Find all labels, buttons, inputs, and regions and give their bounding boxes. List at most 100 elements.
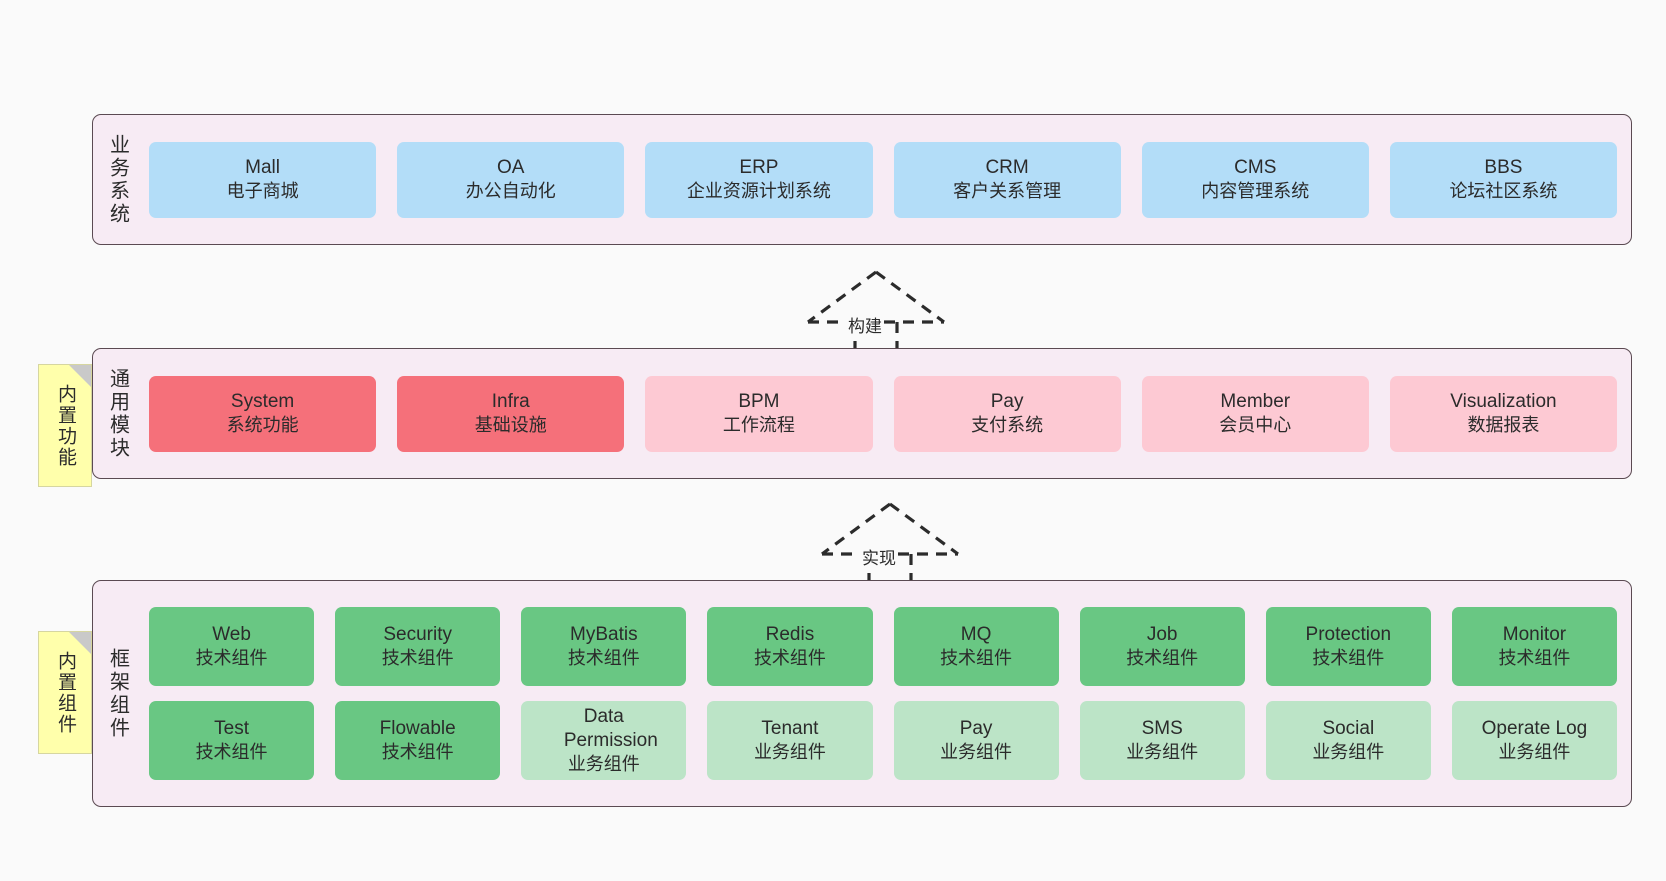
cell-visualization-en: Visualization: [1450, 391, 1557, 413]
connector-implement: 实现: [814, 500, 966, 590]
cell-redis[interactable]: Redis 技术组件: [707, 607, 873, 686]
note-built-in-features-label: 内置功能: [54, 383, 76, 468]
cell-mall-en: Mall: [245, 157, 280, 179]
cell-operate-log-cn: 业务组件: [1498, 742, 1571, 763]
cell-social[interactable]: Social 业务组件: [1265, 701, 1431, 780]
cell-security-en: Security: [383, 624, 452, 646]
note-built-in-components-label: 内置组件: [54, 650, 76, 735]
cell-system-en: System: [230, 391, 295, 413]
cell-bbs[interactable]: BBS 论坛社区系统: [1389, 141, 1618, 218]
row-common-modules: System 系统功能 Infra 基础设施 BPM 工作流程 Pay 支付系统…: [149, 375, 1618, 452]
cell-tenant[interactable]: Tenant 业务组件: [707, 701, 873, 780]
cell-pay-component[interactable]: Pay 业务组件: [893, 701, 1059, 780]
cell-flowable-cn: 技术组件: [381, 742, 454, 763]
cell-member-cn: 会员中心: [1219, 415, 1292, 436]
cell-tenant-en: Tenant: [761, 718, 819, 740]
cell-test-en: Test: [214, 718, 249, 740]
cell-erp[interactable]: ERP 企业资源计划系统: [645, 141, 873, 218]
cell-pay-component-cn: 业务组件: [940, 742, 1013, 763]
cell-mybatis-en: MyBatis: [570, 624, 638, 646]
cell-oa[interactable]: OA 办公自动化: [397, 141, 625, 218]
cell-test[interactable]: Test 技术组件: [149, 701, 315, 780]
cell-pay-module[interactable]: Pay 支付系统: [893, 375, 1121, 452]
cell-social-en: Social: [1322, 718, 1375, 740]
cell-flowable-en: Flowable: [379, 718, 456, 740]
cell-erp-en: ERP: [739, 157, 779, 179]
cell-infra[interactable]: Infra 基础设施: [397, 375, 625, 452]
cell-sms-en: SMS: [1141, 718, 1183, 740]
cell-cms-en: CMS: [1234, 157, 1277, 179]
connector-build-label: 构建: [846, 312, 884, 337]
layer-common-modules: 通用模块 System 系统功能 Infra 基础设施 BPM 工作流程 Pay…: [92, 348, 1632, 479]
note-built-in-components: 内置组件: [38, 631, 92, 754]
cell-redis-en: Redis: [765, 624, 815, 646]
cell-pay-module-en: Pay: [990, 391, 1024, 413]
cell-cms-cn: 内容管理系统: [1201, 181, 1310, 202]
cell-crm[interactable]: CRM 客户关系管理: [893, 141, 1121, 218]
cell-pay-module-cn: 支付系统: [971, 415, 1044, 436]
layer-title-framework-components: 框架组件: [106, 647, 129, 740]
cell-mq[interactable]: MQ 技术组件: [893, 607, 1059, 686]
cell-security[interactable]: Security 技术组件: [335, 607, 501, 686]
cell-bpm[interactable]: BPM 工作流程: [645, 375, 873, 452]
cell-visualization[interactable]: Visualization 数据报表: [1389, 375, 1618, 452]
cell-mybatis[interactable]: MyBatis 技术组件: [521, 607, 687, 686]
arrowhead-right-stroke: [875, 270, 945, 324]
cell-monitor-en: Monitor: [1502, 624, 1567, 646]
cell-mq-cn: 技术组件: [940, 648, 1013, 669]
cell-monitor-cn: 技术组件: [1498, 648, 1571, 669]
cell-cms[interactable]: CMS 内容管理系统: [1141, 141, 1369, 218]
layer-body-business-systems: Mall 电子商城 OA 办公自动化 ERP 企业资源计划系统 CRM 客户关系…: [135, 115, 1631, 244]
layer-framework-components: 框架组件 Web 技术组件 Security 技术组件 MyBatis 技术组件…: [92, 580, 1632, 807]
connector-build: 构建: [800, 268, 952, 358]
cell-sms[interactable]: SMS 业务组件: [1079, 701, 1245, 780]
cell-mq-en: MQ: [960, 624, 992, 646]
note-built-in-features: 内置功能: [38, 364, 92, 487]
cell-mall[interactable]: Mall 电子商城: [149, 141, 377, 218]
cell-bbs-cn: 论坛社区系统: [1449, 181, 1558, 202]
cell-protection-en: Protection: [1305, 624, 1392, 646]
cell-visualization-cn: 数据报表: [1467, 415, 1540, 436]
cell-web[interactable]: Web 技术组件: [149, 607, 315, 686]
cell-oa-cn: 办公自动化: [465, 181, 556, 202]
connector-implement-label: 实现: [860, 544, 898, 569]
arrowhead-left-stroke: [807, 270, 877, 324]
cell-bpm-en: BPM: [738, 391, 780, 413]
cell-mall-cn: 电子商城: [226, 181, 299, 202]
cell-crm-cn: 客户关系管理: [953, 181, 1062, 202]
layer-body-common-modules: System 系统功能 Infra 基础设施 BPM 工作流程 Pay 支付系统…: [135, 349, 1631, 478]
cell-system[interactable]: System 系统功能: [149, 375, 377, 452]
cell-sms-cn: 业务组件: [1126, 742, 1199, 763]
cell-job[interactable]: Job 技术组件: [1079, 607, 1245, 686]
layer-title-business-systems: 业务系统: [106, 133, 129, 226]
cell-operate-log[interactable]: Operate Log 业务组件: [1451, 701, 1617, 780]
cell-web-en: Web: [212, 624, 251, 646]
cell-test-cn: 技术组件: [195, 742, 268, 763]
layer-business-systems: 业务系统 Mall 电子商城 OA 办公自动化 ERP 企业资源计划系统 CRM…: [92, 114, 1632, 245]
cell-security-cn: 技术组件: [381, 648, 454, 669]
row-business-components-2: Test 技术组件 Flowable 技术组件 Data Permission …: [149, 701, 1617, 780]
cell-monitor[interactable]: Monitor 技术组件: [1451, 607, 1617, 686]
cell-flowable[interactable]: Flowable 技术组件: [335, 701, 501, 780]
cell-protection[interactable]: Protection 技术组件: [1265, 607, 1431, 686]
layer-body-framework-components: Web 技术组件 Security 技术组件 MyBatis 技术组件 Redi…: [135, 581, 1631, 806]
cell-pay-component-en: Pay: [959, 718, 993, 740]
cell-crm-en: CRM: [985, 157, 1029, 179]
row-business-systems: Mall 电子商城 OA 办公自动化 ERP 企业资源计划系统 CRM 客户关系…: [149, 141, 1618, 218]
cell-data-permission[interactable]: Data Permission 业务组件: [521, 701, 687, 780]
row-tech-components-1: Web 技术组件 Security 技术组件 MyBatis 技术组件 Redi…: [149, 607, 1617, 686]
cell-job-en: Job: [1146, 624, 1178, 646]
cell-web-cn: 技术组件: [195, 648, 268, 669]
cell-mybatis-cn: 技术组件: [567, 648, 640, 669]
cell-system-cn: 系统功能: [226, 415, 299, 436]
cell-bpm-cn: 工作流程: [722, 415, 795, 436]
cell-bbs-en: BBS: [1484, 157, 1523, 179]
layer-title-common-modules: 通用模块: [106, 367, 129, 460]
cell-job-cn: 技术组件: [1126, 648, 1199, 669]
arrowhead-right-stroke: [889, 502, 959, 556]
cell-oa-en: OA: [497, 157, 525, 179]
cell-infra-cn: 基础设施: [474, 415, 547, 436]
cell-redis-cn: 技术组件: [753, 648, 826, 669]
cell-member[interactable]: Member 会员中心: [1141, 375, 1369, 452]
